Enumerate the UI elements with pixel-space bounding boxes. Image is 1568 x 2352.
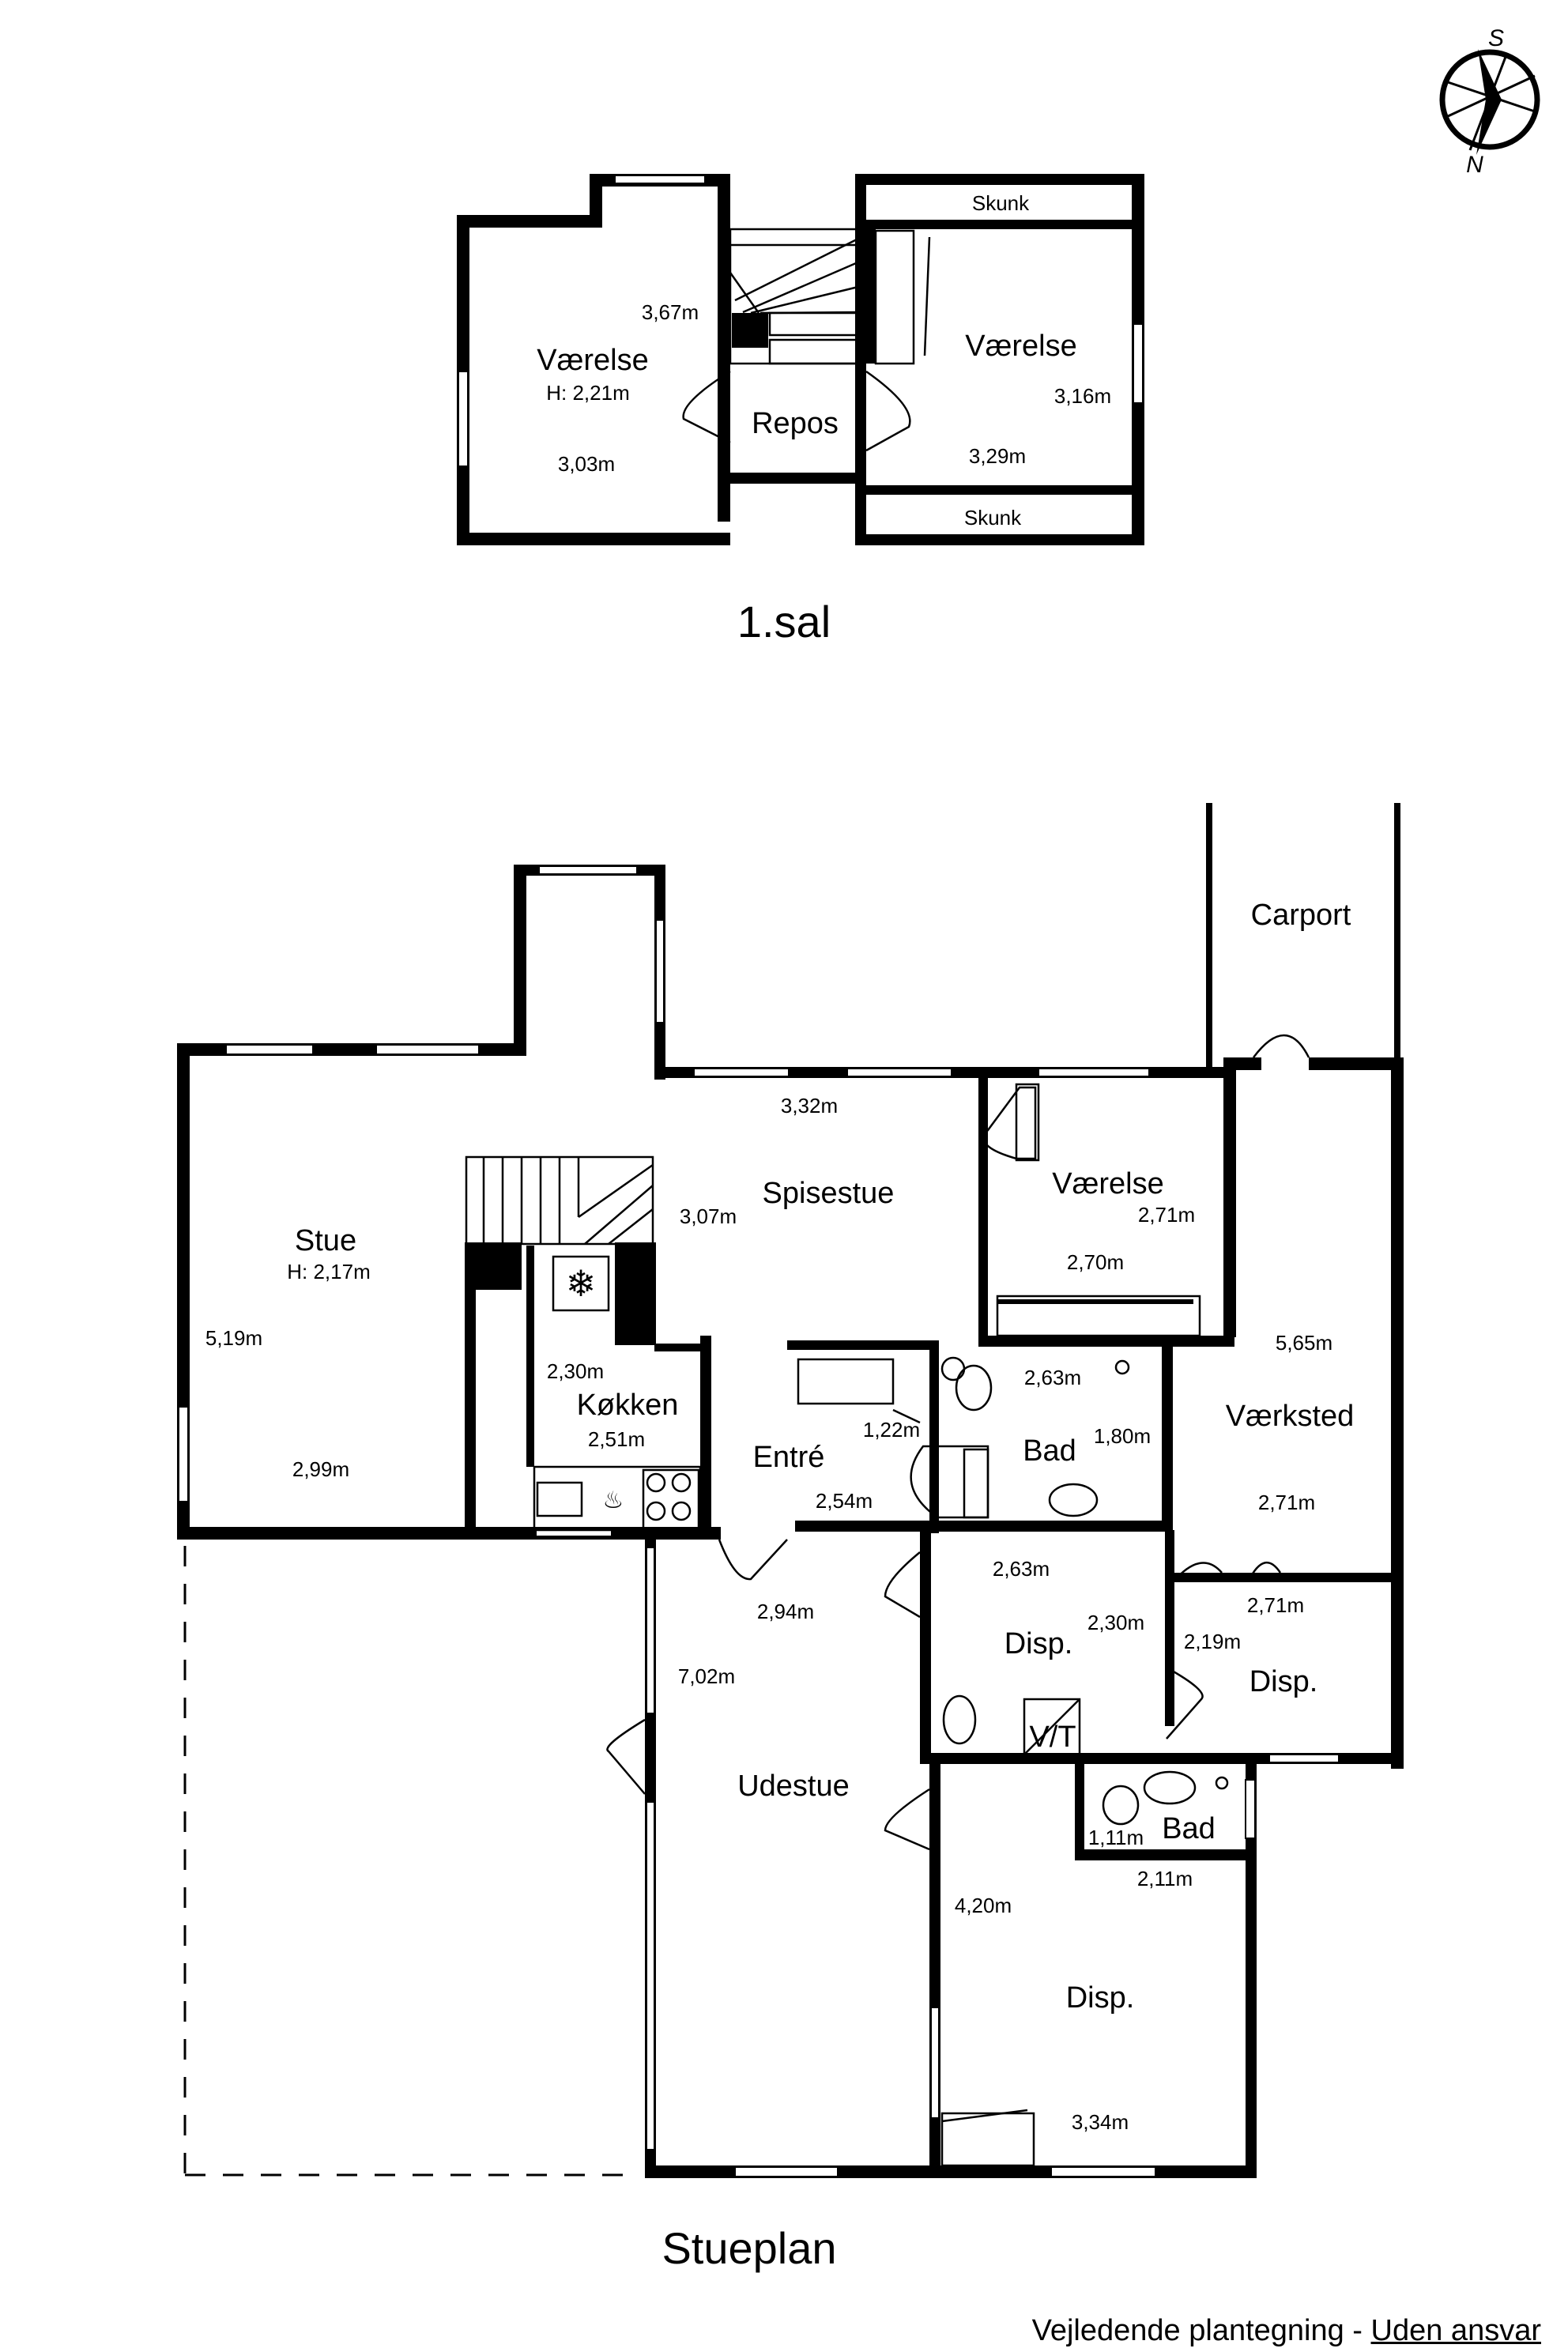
dim-vaerk-h: 5,65m [1276,1331,1332,1355]
dim-disp1-w: 2,63m [993,1557,1050,1581]
disp-3-label: Disp. [1066,1981,1135,2015]
carport-label: Carport [1251,899,1351,932]
dim-stue-h: 5,19m [205,1326,262,1350]
bad-2-label: Bad [1162,1812,1216,1845]
disp-1-label: Disp. [1004,1627,1073,1660]
dim-left-width: 3,67m [642,300,699,324]
dim-stue-w: 2,99m [292,1457,349,1481]
vaerelse-left-height: H: 2,21m [546,381,630,405]
dim-right-width: 3,29m [969,444,1026,468]
dim-bad-h: 1,80m [1094,1424,1151,1448]
stue-height: H: 2,17m [287,1260,371,1283]
dim-bad2-a: 1,11m [1088,1826,1144,1849]
freezer-icon: ❄ [566,1263,597,1304]
first-floor-title: 1.sal [737,597,831,646]
dishwasher-icon: ♨ [603,1487,624,1513]
disclaimer-text: Vejledende plantegning - [1031,2314,1371,2347]
entre-label: Entré [753,1441,825,1474]
vaerelse-right-label: Værelse [965,330,1077,363]
first-floor-plan: Værelse H: 2,21m 3,67m 3,03m Repos Skunk… [457,174,1144,646]
dim-left-depth: 3,03m [558,452,615,476]
dim-koek-h: 2,30m [547,1359,604,1383]
disclaimer-link[interactable]: Uden ansvar [1370,2314,1541,2347]
koekken-label: Køkken [577,1389,679,1422]
dim-vaer-w: 2,70m [1067,1250,1124,1274]
dim-bad2-b: 2,11m [1137,1867,1193,1890]
dim-ude-w: 2,94m [757,1600,814,1623]
dim-koek-w: 2,51m [588,1427,645,1451]
vaerelse-label: Værelse [1052,1167,1164,1200]
dim-ude-h: 7,02m [678,1664,735,1688]
dim-disp3-h: 4,20m [955,1894,1012,1917]
repos-label: Repos [752,407,839,440]
dim-disp3-w: 3,34m [1072,2110,1129,2134]
ground-floor-plan: ❄ ♨ [177,803,1404,2273]
dim-entre-w: 2,54m [816,1489,873,1513]
vt-label: V/T [1029,1721,1076,1754]
skunk-top-label: Skunk [972,191,1030,215]
stue-label: Stue [295,1224,356,1257]
ground-floor-title: Stueplan [662,2223,836,2273]
disclaimer: Vejledende plantegning - Uden ansvar [1032,2314,1541,2348]
compass-s-label: S [1488,25,1504,51]
dim-entre-a: 1,22m [863,1418,920,1442]
dim-disp1-h: 2,30m [1087,1611,1144,1634]
dim-disp2-h: 2,19m [1184,1630,1241,1653]
dim-spise-h: 3,07m [680,1204,737,1228]
vaerksted-label: Værksted [1226,1400,1355,1433]
vaerelse-left-label: Værelse [537,344,649,377]
dim-bad-w: 2,63m [1024,1366,1081,1389]
dim-vaerk-w: 2,71m [1258,1491,1315,1514]
bad-1-label: Bad [1023,1434,1076,1468]
dim-right-height: 3,16m [1054,384,1111,408]
udestue-label: Udestue [737,1770,850,1803]
dim-disp2-w: 2,71m [1247,1593,1304,1617]
skunk-bottom-label: Skunk [964,506,1022,530]
disp-2-label: Disp. [1250,1665,1318,1698]
dim-spise-w: 3,32m [781,1094,838,1118]
compass-n-label: N [1466,152,1483,178]
spisestue-label: Spisestue [763,1177,895,1210]
compass: S N [1439,25,1540,178]
dim-vaer-h: 2,71m [1138,1203,1195,1227]
